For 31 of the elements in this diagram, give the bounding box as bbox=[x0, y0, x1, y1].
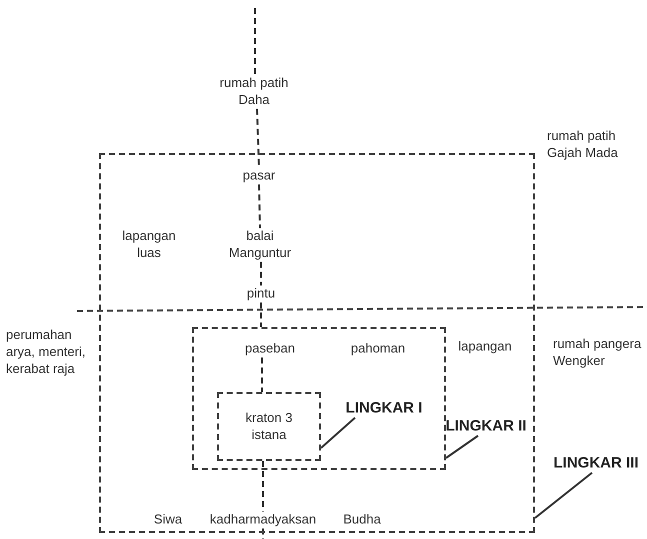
place-label: pintu bbox=[246, 286, 276, 302]
place-label: rumah patih Daha bbox=[216, 75, 292, 109]
place-label: Siwa bbox=[154, 512, 182, 528]
area-label: rumah patih Gajah Mada bbox=[547, 128, 619, 162]
palace-box: kraton 3 istana bbox=[217, 392, 321, 461]
place-label: balai Manguntur bbox=[224, 228, 296, 262]
dashed-line bbox=[260, 262, 262, 286]
area-label: perumahan arya, menteri, kerabat raja bbox=[6, 327, 86, 378]
ring-label: LINGKAR II bbox=[446, 416, 526, 436]
place-label: pahoman bbox=[350, 340, 406, 358]
place-label: lapangan luas bbox=[118, 228, 180, 262]
leader-line bbox=[445, 434, 479, 459]
dashed-line bbox=[258, 184, 261, 228]
place-label: kadharmadyaksan bbox=[210, 512, 316, 528]
ring-label: LINGKAR III bbox=[554, 453, 638, 473]
area-label: rumah pangera Wengker bbox=[553, 336, 642, 370]
dashed-line bbox=[262, 461, 264, 512]
dashed-line bbox=[260, 302, 262, 327]
leader-line bbox=[534, 472, 593, 519]
dashed-line bbox=[256, 108, 260, 168]
place-label: paseban bbox=[245, 340, 295, 358]
ring-boundary bbox=[192, 327, 446, 470]
ring-boundary bbox=[99, 153, 535, 533]
ring-label: LINGKAR I bbox=[346, 398, 422, 418]
place-label: lapangan bbox=[458, 338, 512, 356]
dashed-line bbox=[261, 357, 263, 392]
dashed-line bbox=[254, 8, 256, 76]
place-label: pasar bbox=[242, 168, 276, 184]
leader-line bbox=[320, 417, 356, 449]
dashed-line bbox=[262, 528, 264, 539]
place-label: Budha bbox=[343, 512, 381, 528]
